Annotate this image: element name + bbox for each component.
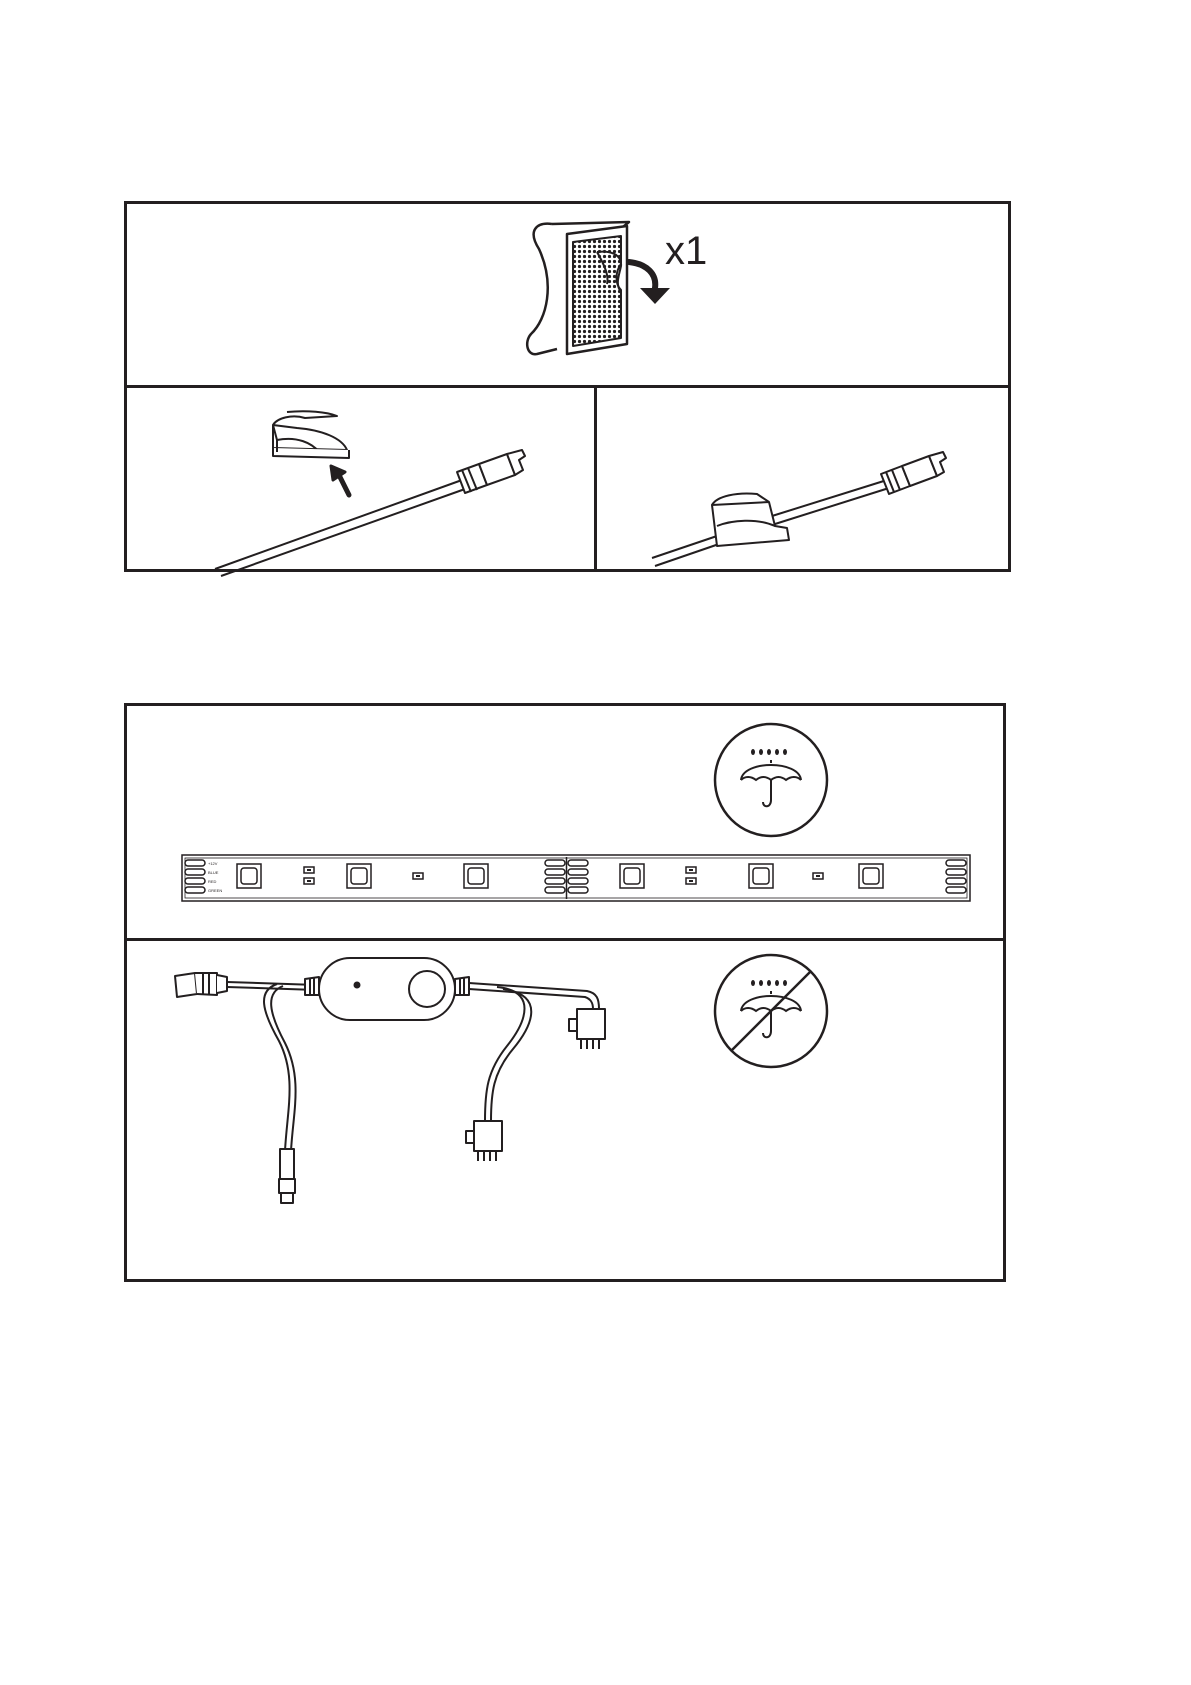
clip-instructions-panel: x1 [124,201,1011,572]
controller-cable-icon [167,951,667,1251]
pad-label: BLUE [208,870,219,875]
panel-divider [127,938,1003,941]
pad-label: GREEN [208,888,222,893]
umbrella-rain-icon [711,720,831,840]
led-strip-icon: +12V BLUE RED GREEN [182,854,972,904]
waterproof-instructions-panel: +12V BLUE RED GREEN [124,703,1006,1282]
pad-label: +12V [208,861,218,866]
pad-label: RED [208,879,217,884]
cable-clip-icon [597,388,1014,575]
quantity-label: x1 [665,231,707,271]
peel-arrow-icon [127,204,1014,384]
up-arrow-icon [127,388,594,575]
no-umbrella-rain-icon [711,951,831,1071]
